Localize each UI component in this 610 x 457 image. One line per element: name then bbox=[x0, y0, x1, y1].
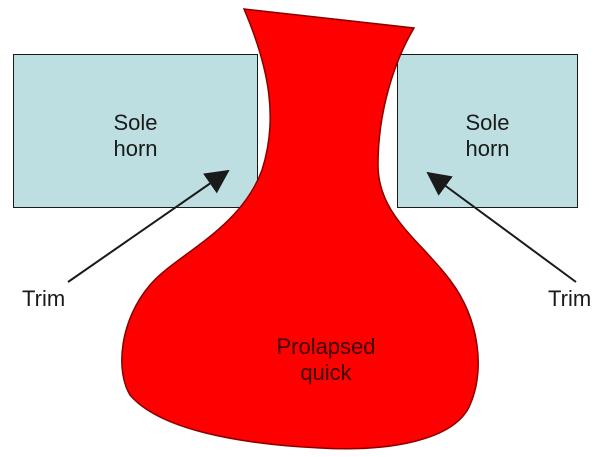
left-box-label-line1: Sole bbox=[113, 110, 158, 135]
left-trim-label: Trim bbox=[22, 286, 66, 311]
left-trim-arrow bbox=[67, 169, 230, 283]
quick-label-line2: quick bbox=[300, 360, 352, 385]
quick-label-line1: Prolapsed bbox=[276, 334, 376, 359]
right-box-label-line2: horn bbox=[465, 136, 510, 161]
right-box-label-line1: Sole bbox=[465, 110, 510, 135]
right-box-label: Sole horn bbox=[397, 110, 578, 162]
prolapsed-quick-shape bbox=[121, 8, 479, 450]
left-box-label-line2: horn bbox=[113, 136, 158, 161]
right-trim-arrow bbox=[426, 171, 577, 283]
right-trim-label: Trim bbox=[548, 286, 592, 311]
left-box-label: Sole horn bbox=[13, 110, 258, 162]
prolapsed-quick-label: Prolapsed quick bbox=[226, 334, 426, 386]
